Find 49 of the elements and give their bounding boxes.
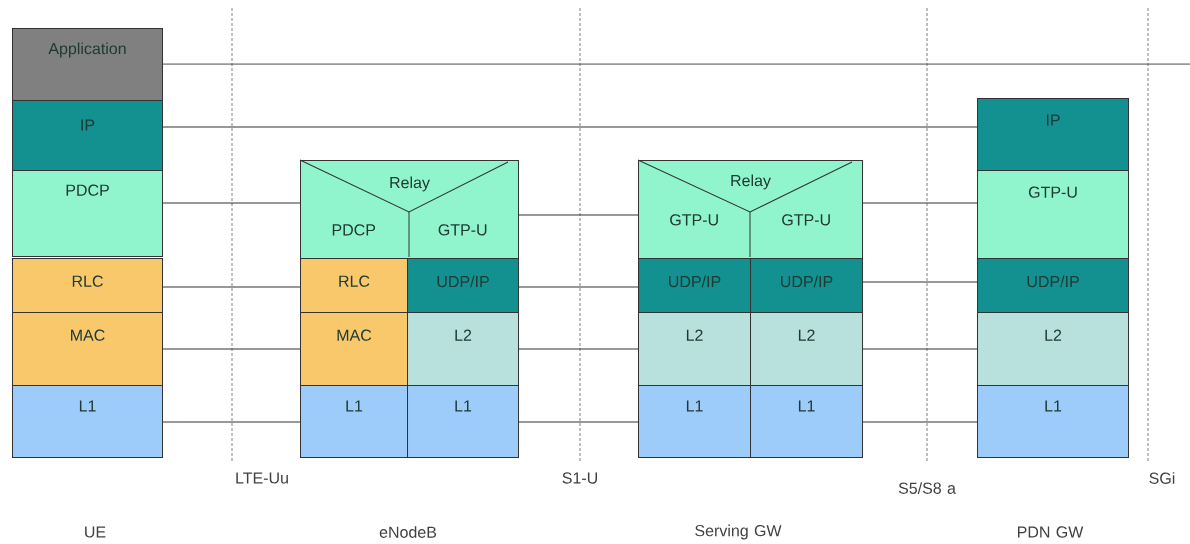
protocol-layer-box: RLC (12, 258, 163, 313)
protocol-layer-box: L1 (977, 385, 1129, 458)
protocol-layer-box: L1 (300, 385, 408, 458)
protocol-layer-box: L1 (407, 385, 519, 458)
interface-label: SGi (1149, 472, 1175, 484)
layer-label: GTP-U (438, 224, 487, 236)
peer-link-line (518, 348, 639, 350)
network-element-label: Serving GW (695, 524, 782, 540)
layer-label: GTP-U (670, 214, 718, 226)
interface-label: S1-U (562, 472, 597, 484)
peer-link-line (518, 286, 639, 288)
network-element-label: eNodeB (379, 526, 437, 538)
protocol-layer-box: L2 (750, 312, 863, 386)
layer-label: PDCP (332, 224, 376, 236)
protocol-layer-box: PDCP (12, 170, 163, 257)
peer-link-line (162, 126, 978, 128)
protocol-layer-box: RLC (300, 258, 408, 313)
peer-link-line (862, 421, 978, 423)
protocol-layer-box: L2 (638, 312, 751, 386)
protocol-layer-box: Application (12, 28, 163, 101)
peer-link-line (517, 214, 639, 216)
peer-link-line (862, 281, 978, 283)
interface-label: S5/S8 a (898, 482, 956, 494)
protocol-layer-box: UDP/IP (977, 258, 1129, 313)
peer-link-line (518, 421, 639, 423)
network-element-label: PDN GW (1018, 526, 1084, 538)
protocol-layer-box: IP (12, 100, 163, 171)
protocol-layer-box: GTP-U (977, 170, 1129, 259)
peer-link-line (162, 63, 1190, 65)
protocol-layer-box: MAC (300, 312, 408, 386)
protocol-layer-box: L2 (407, 312, 519, 386)
peer-link-line (162, 421, 301, 423)
layer-label: GTP-U (782, 214, 830, 226)
peer-link-line (862, 348, 978, 350)
protocol-layer-box: L1 (638, 385, 751, 458)
protocol-layer-box: MAC (12, 312, 163, 386)
protocol-layer-box: IP (977, 98, 1129, 171)
network-element-label: UE (85, 526, 106, 538)
protocol-layer-box: UDP/IP (750, 258, 863, 313)
peer-link-line (162, 348, 301, 350)
protocol-layer-box: L1 (750, 385, 863, 458)
protocol-layer-box: L1 (12, 385, 163, 458)
interface-label: LTE-Uu (236, 472, 288, 484)
protocol-layer-box: L2 (977, 312, 1129, 386)
protocol-layer-box: UDP/IP (638, 258, 751, 313)
peer-link-line (162, 202, 301, 204)
peer-link-line (162, 286, 301, 288)
peer-link-line (861, 202, 978, 204)
protocol-layer-box: UDP/IP (407, 258, 519, 313)
